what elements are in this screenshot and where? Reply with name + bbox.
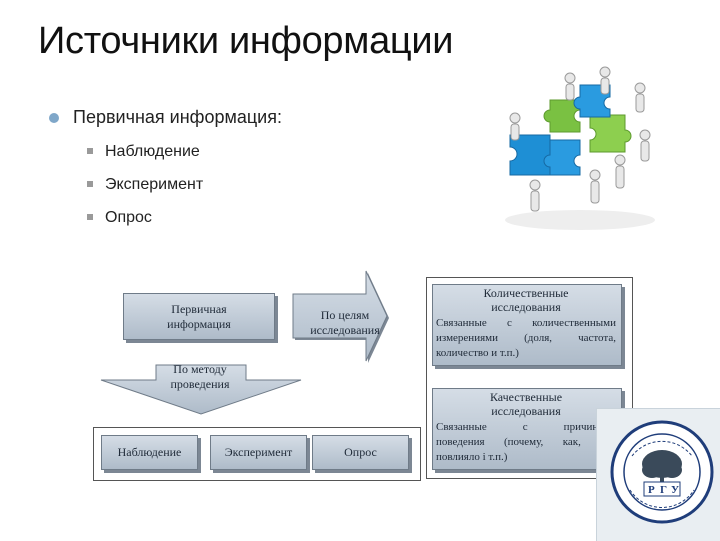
square-bullet-icon <box>87 148 93 154</box>
arrow-label-by-method: По методу проведения <box>170 362 230 391</box>
svg-text:Г: Г <box>660 484 667 496</box>
quantitative-box <box>432 284 622 366</box>
subitem-survey: Опрос <box>105 209 152 226</box>
quantitative-desc-line: Связанные с количественными <box>436 317 616 329</box>
square-bullet-icon <box>87 181 93 187</box>
square-bullet-icon <box>87 214 93 220</box>
svg-text:У: У <box>671 484 679 496</box>
primary-info-box: Первичная информация <box>123 293 275 340</box>
qualitative-desc-line: повлияло і т.п.) <box>436 451 508 463</box>
quantitative-desc-line: измерениями (доля, частота, <box>436 332 616 344</box>
svg-text:Р: Р <box>648 484 655 496</box>
puzzle-people-illustration <box>505 66 655 230</box>
subitem-experiment: Эксперимент <box>105 176 204 193</box>
qualitative-title: Качественные исследования <box>489 390 563 419</box>
qualitative-desc-line: поведения (почему, как, что <box>436 436 616 448</box>
page-title: Источники информации <box>38 20 454 62</box>
arrow-right-icon <box>292 270 389 363</box>
bullet-dot-icon <box>49 113 59 123</box>
quantitative-desc-line: количество и т.п.) <box>436 347 519 359</box>
method-observation: Наблюдение <box>101 435 198 470</box>
qualitative-box <box>432 388 622 470</box>
bullet-label: Первичная информация: <box>73 107 282 127</box>
method-experiment: Эксперимент <box>210 435 307 470</box>
subitem-observation: Наблюдение <box>105 143 200 160</box>
arrow-down-icon <box>100 364 302 415</box>
arrow-label-by-goal: По целям исследования <box>310 308 380 337</box>
quantitative-title: Количественные исследования <box>483 286 569 315</box>
qualitative-desc-line: Связанные с причинами <box>436 421 616 433</box>
method-survey: Опрос <box>312 435 409 470</box>
